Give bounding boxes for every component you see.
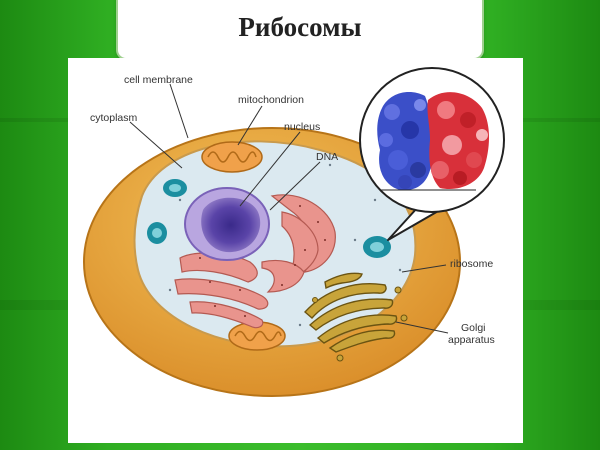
label-dna: DNA	[316, 151, 339, 163]
golgi-vesicles	[312, 286, 408, 362]
slide-title: Рибосомы	[238, 12, 362, 42]
label-golgi-line2: apparatus	[448, 334, 495, 346]
label-cytoplasm: cytoplasm	[90, 112, 138, 124]
endoplasmic-reticulum	[174, 194, 336, 329]
label-ribosome: ribosome	[450, 258, 494, 270]
nucleus	[184, 187, 270, 261]
mitochondrion	[201, 141, 263, 173]
golgi-apparatus	[303, 272, 398, 353]
label-cell-membrane: cell membrane	[124, 74, 193, 86]
vesicle	[363, 236, 391, 258]
ribosome-small-subunit	[427, 92, 489, 190]
vesicle	[163, 179, 187, 197]
leader-lines	[129, 83, 449, 334]
ribosome-large-subunit	[377, 92, 432, 191]
label-mitochondrion: mitochondrion	[238, 94, 304, 106]
title-banner: Рибосомы	[116, 0, 484, 60]
ribosome-structure	[377, 92, 489, 191]
label-golgi-line1: Golgi	[461, 322, 486, 334]
label-nucleus: nucleus	[284, 121, 321, 133]
vesicle	[147, 222, 167, 244]
